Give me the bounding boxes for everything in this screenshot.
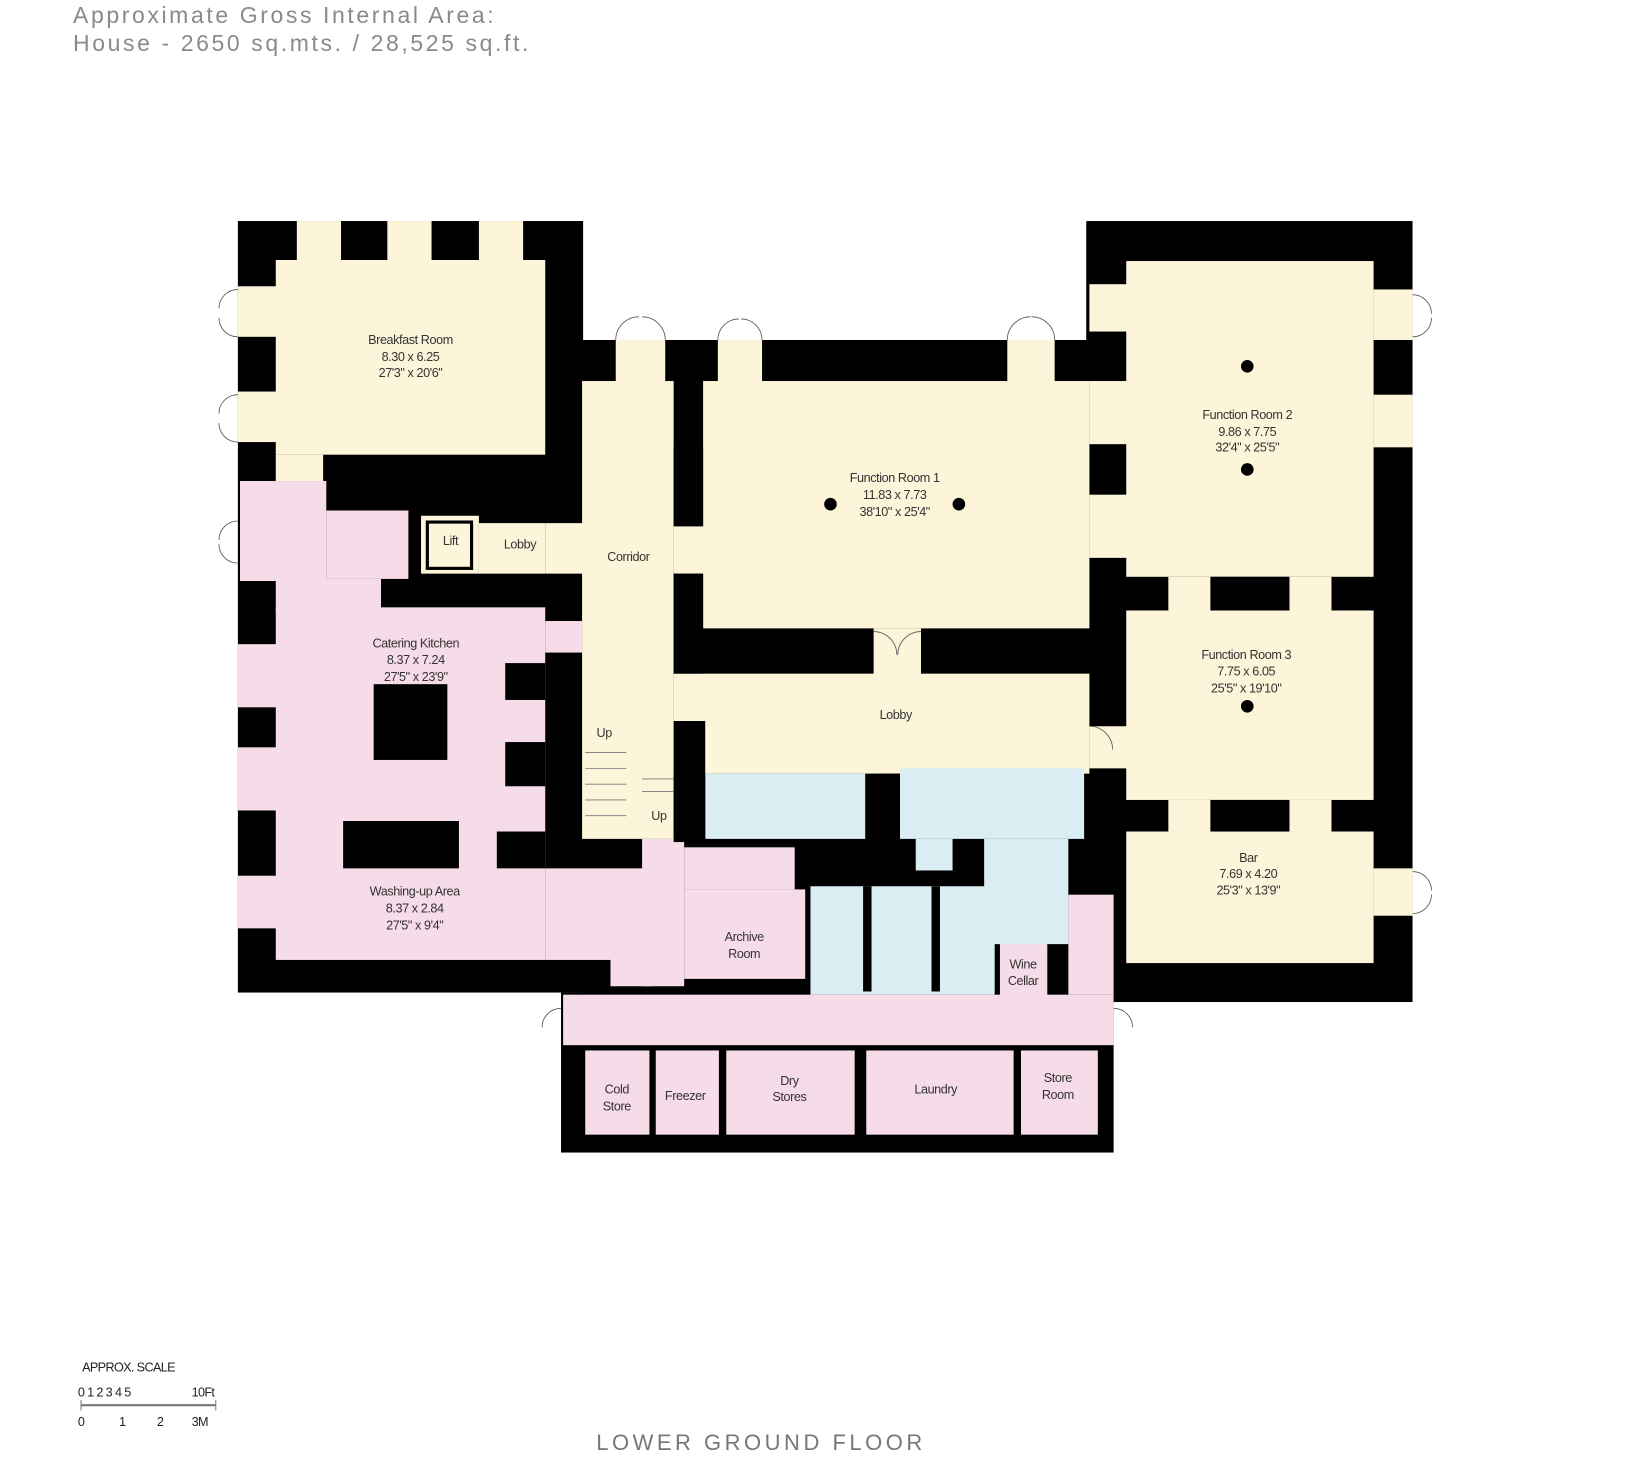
room-imperial: 27'3" x 20'6"	[379, 366, 443, 380]
room-catering-kitchen: Catering Kitchen 8.37 x 7.24 27'5" x 23'…	[372, 636, 459, 684]
label-dry-2: Stores	[772, 1090, 806, 1104]
room-function-room-2: Function Room 2 9.86 x 7.75 32'4" x 25'5…	[1202, 408, 1293, 455]
scale-m3: 3M	[192, 1415, 208, 1429]
service-fills	[237, 481, 1114, 1135]
room-metric: 7.75 x 6.05	[1217, 665, 1275, 679]
label-lift: Lift	[443, 534, 459, 548]
label-corridor: Corridor	[607, 550, 649, 564]
label-archive-2: Room	[728, 947, 760, 961]
label-freezer: Freezer	[665, 1089, 706, 1103]
room-name: Function Room 1	[850, 471, 940, 485]
scale-feet-end: 10Ft	[192, 1386, 216, 1400]
room-imperial: 27'5" x 23'9"	[384, 670, 448, 684]
scale-m1: 1	[119, 1415, 126, 1429]
room-name: Catering Kitchen	[372, 636, 459, 650]
room-metric: 7.69 x 4.20	[1219, 867, 1277, 881]
room-metric: 8.37 x 7.24	[387, 653, 445, 667]
room-name: Function Room 2	[1202, 408, 1292, 422]
scale-m2: 2	[157, 1415, 164, 1429]
label-cold-1: Cold	[605, 1083, 630, 1097]
label-laundry: Laundry	[914, 1083, 958, 1097]
reception-fills	[237, 221, 1413, 964]
wc-fills	[705, 768, 1085, 995]
room-name: Function Room 3	[1201, 648, 1291, 662]
floor-label: LOWER GROUND FLOOR	[596, 1430, 926, 1455]
scale-m0: 0	[78, 1415, 85, 1429]
room-function-room-1: Function Room 1 11.83 x 7.73 38'10" x 25…	[850, 471, 941, 519]
area-figures: House - 2650 sq.mts. / 28,525 sq.ft.	[73, 30, 531, 56]
label-wine-1: Wine	[1010, 957, 1037, 971]
internal-walls	[343, 447, 1290, 992]
label-lobby-main: Lobby	[880, 708, 913, 722]
room-imperial: 38'10" x 25'4"	[859, 505, 929, 519]
stairs	[585, 752, 674, 817]
scale-title: APPROX. SCALE	[82, 1360, 175, 1374]
label-store-1: Store	[1044, 1071, 1072, 1085]
room-imperial: 25'3" x 13'9"	[1216, 884, 1280, 898]
room-metric: 8.30 x 6.25	[382, 350, 440, 364]
room-bar: Bar 7.69 x 4.20 25'3" x 13'9"	[1216, 851, 1280, 898]
label-dry-1: Dry	[780, 1074, 799, 1088]
scale-feet-ticks: 0 1 2 3 4 5	[78, 1386, 131, 1400]
label-archive-1: Archive	[725, 930, 765, 944]
room-function-room-3: Function Room 3 7.75 x 6.05 25'5" x 19'1…	[1201, 648, 1292, 696]
room-washing-up-area: Washing-up Area 8.37 x 2.84 27'5" x 9'4"	[370, 885, 462, 933]
room-imperial: 25'5" x 19'10"	[1211, 682, 1281, 696]
door-swings	[218, 289, 1432, 1028]
room-name: Bar	[1239, 851, 1258, 865]
label-up-1: Up	[597, 726, 613, 740]
room-name: Breakfast Room	[368, 333, 453, 347]
room-metric: 8.37 x 2.84	[386, 902, 444, 916]
columns	[824, 359, 1254, 713]
label-store-2: Room	[1042, 1088, 1074, 1102]
room-metric: 11.83 x 7.73	[863, 488, 927, 502]
label-cold-2: Store	[603, 1099, 631, 1113]
room-metric: 9.86 x 7.75	[1218, 425, 1276, 439]
lift-shaft	[425, 520, 474, 570]
label-up-2: Up	[651, 809, 667, 823]
label-wine-2: Cellar	[1008, 974, 1039, 988]
floor-title: LOWER GROUND FLOOR	[0, 1430, 1642, 1456]
scale-bar: APPROX. SCALE 0 1 2 3 4 5 10Ft 0 1 2 3M	[78, 1360, 217, 1429]
room-breakfast-room: Breakfast Room 8.30 x 6.25 27'3" x 20'6"	[368, 333, 453, 380]
room-imperial: 32'4" x 25'5"	[1215, 441, 1279, 455]
room-labels: Breakfast Room 8.30 x 6.25 27'3" x 20'6"…	[368, 333, 1293, 1113]
room-name: Washing-up Area	[370, 885, 461, 899]
label-lobby-small: Lobby	[504, 537, 537, 551]
area-title: Approximate Gross Internal Area:	[73, 2, 497, 28]
room-imperial: 27'5" x 9'4"	[386, 918, 443, 932]
